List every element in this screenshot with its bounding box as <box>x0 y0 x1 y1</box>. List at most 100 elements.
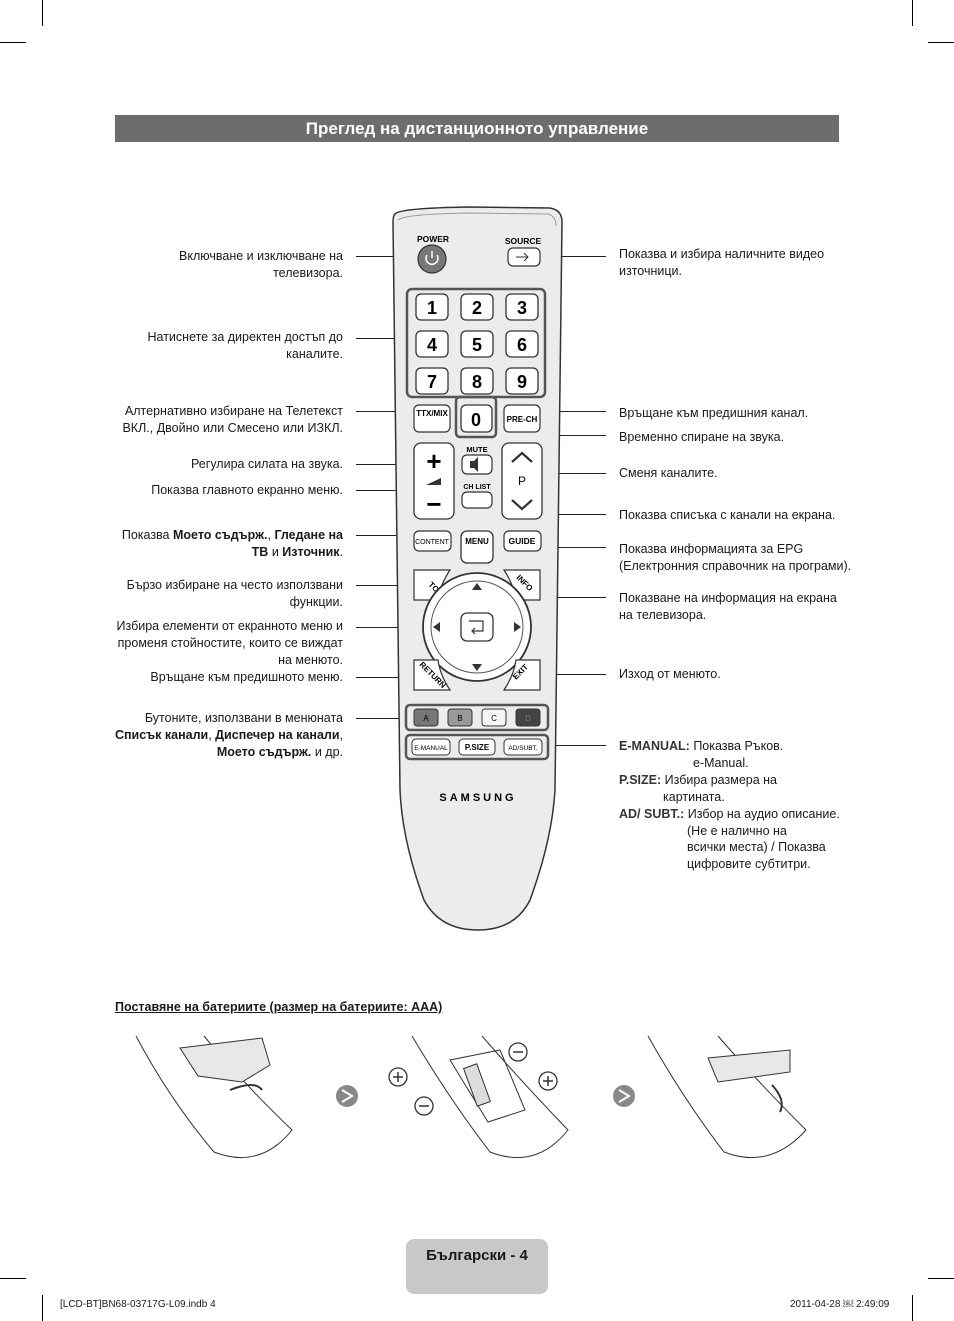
channel-up-icon <box>511 451 533 463</box>
digit-8-button[interactable] <box>460 367 494 395</box>
prech-button[interactable] <box>503 404 541 433</box>
enter-button[interactable] <box>460 612 494 642</box>
label-content-part: Гледане на ТВ <box>251 528 343 559</box>
adsubt-button[interactable] <box>503 738 543 756</box>
digit-9-button[interactable] <box>505 367 539 395</box>
color-c-button[interactable] <box>481 708 507 727</box>
label-color-part: , <box>339 728 343 742</box>
crop-mark <box>42 0 43 26</box>
digit-5-label: 5 <box>472 335 482 355</box>
menu-button[interactable] <box>460 530 494 564</box>
crop-mark <box>0 1278 26 1279</box>
digit-0-button[interactable] <box>460 404 493 433</box>
digit-3-label: 3 <box>517 298 527 318</box>
channel-down-icon <box>511 499 533 511</box>
label-menu: Показва главното екранно меню. <box>151 483 343 497</box>
legend-key: AD/ SUBT.: <box>619 807 685 821</box>
battery-step-3 <box>647 1035 807 1159</box>
emanual-button[interactable] <box>411 738 451 756</box>
color-a-label: A <box>423 714 429 723</box>
battery-step-1 <box>135 1035 293 1159</box>
arrow-right-icon <box>613 1085 635 1107</box>
leader-line <box>356 627 424 628</box>
digit-5-button[interactable] <box>460 330 494 358</box>
color-b-label: B <box>457 714 462 723</box>
power-button[interactable] <box>417 244 447 274</box>
battery-step-2 <box>411 1035 569 1159</box>
imprint-left: [LCD-BT]BN68-03717G-L09.indb 4 <box>60 1299 216 1310</box>
legend-psize-2: картината. <box>663 790 725 804</box>
legend-psize: P.SIZE: Избира размера на <box>619 772 879 789</box>
adsubt-label: AD/SUBT. <box>508 745 537 752</box>
chlist-button[interactable] <box>461 491 493 509</box>
digit-7-label: 7 <box>427 372 437 392</box>
digit-2-label: 2 <box>472 298 482 318</box>
label-volume: Регулира силата на звука. <box>191 457 343 471</box>
label-chlist: Показва списъка с канали на екрана. <box>619 508 836 522</box>
legend-text: Избира размера на <box>664 773 778 787</box>
leader-line <box>356 464 414 465</box>
leader-line <box>356 718 406 719</box>
emanual-label: E-MANUAL <box>414 745 448 752</box>
chlist-label: CH LIST <box>463 484 491 491</box>
digit-4-button[interactable] <box>415 330 449 358</box>
guide-button[interactable] <box>503 530 542 552</box>
label-content-part: Показва <box>121 528 173 542</box>
label-color-part: Моето съдърж. <box>216 745 312 759</box>
color-b-button[interactable] <box>447 708 473 727</box>
volume-rocker[interactable] <box>413 442 455 520</box>
legend-adsubt-2: (Не е налично на <box>687 824 787 838</box>
enter-icon <box>469 620 484 635</box>
imprint-right: 2011-04-28 ￼ 2:49:09 <box>790 1299 890 1310</box>
leader-line <box>540 674 606 675</box>
leader-line <box>540 547 606 548</box>
color-d-button[interactable] <box>515 708 541 727</box>
color-a-button[interactable] <box>413 708 439 727</box>
label-prech: Връщане към предишния канал. <box>619 406 809 420</box>
ttx-button[interactable] <box>413 404 451 433</box>
source-icon <box>516 252 529 262</box>
mute-label: MUTE <box>466 445 487 454</box>
label-guide: Показва информацията за EPG (Електронния… <box>619 542 852 573</box>
label-exit: Изход от менюто. <box>619 667 721 681</box>
legend-emanual-2: e-Manual. <box>693 756 749 770</box>
label-power: Включване и изключване на телевизора. <box>179 249 343 280</box>
digit-3-button[interactable] <box>505 293 539 321</box>
digit-2-button[interactable] <box>460 293 494 321</box>
label-content-part: Моето съдърж. <box>172 528 268 542</box>
label-color-buttons: Бутоните, използвани в менюната Списък к… <box>108 710 343 761</box>
digit-7-button[interactable] <box>415 367 449 395</box>
leader-line <box>542 473 606 474</box>
crop-mark <box>0 42 26 43</box>
label-content: Показва Моето съдърж., Гледане на ТВ и И… <box>108 527 343 561</box>
digit-6-label: 6 <box>517 335 527 355</box>
legend-emanual: E-MANUAL: Показва Ръков. <box>619 738 879 755</box>
crop-mark <box>42 1295 43 1321</box>
down-arrow-icon <box>472 664 482 671</box>
exit-button[interactable] <box>502 659 541 691</box>
label-color-part: Списък канали <box>114 728 209 742</box>
leader-line <box>356 411 412 412</box>
label-content-part: Източник <box>282 545 340 559</box>
volume-down-icon: − <box>426 489 441 519</box>
label-content-part: , <box>267 528 275 542</box>
label-tools: Бързо избиране на често използвани функц… <box>126 578 343 609</box>
leader-line <box>356 338 408 339</box>
guide-label: GUIDE <box>509 536 536 546</box>
leader-line <box>356 535 414 536</box>
leader-line <box>356 585 416 586</box>
content-button[interactable] <box>413 530 452 552</box>
up-arrow-icon <box>472 583 482 590</box>
label-content-part: и <box>268 545 283 559</box>
psize-button[interactable] <box>458 738 496 756</box>
leader-line <box>356 256 418 257</box>
legend-adsubt-4: цифровите субтитри. <box>687 857 811 871</box>
digit-1-button[interactable] <box>415 293 449 321</box>
source-label: SOURCE <box>505 236 542 246</box>
label-source: Показва и избира наличните видео източни… <box>619 247 825 278</box>
return-button[interactable] <box>413 659 452 691</box>
label-return: Връщане към предишното меню. <box>150 670 343 684</box>
label-digits: Натиснете за директен достъп до каналите… <box>147 330 344 361</box>
digit-6-button[interactable] <box>505 330 539 358</box>
